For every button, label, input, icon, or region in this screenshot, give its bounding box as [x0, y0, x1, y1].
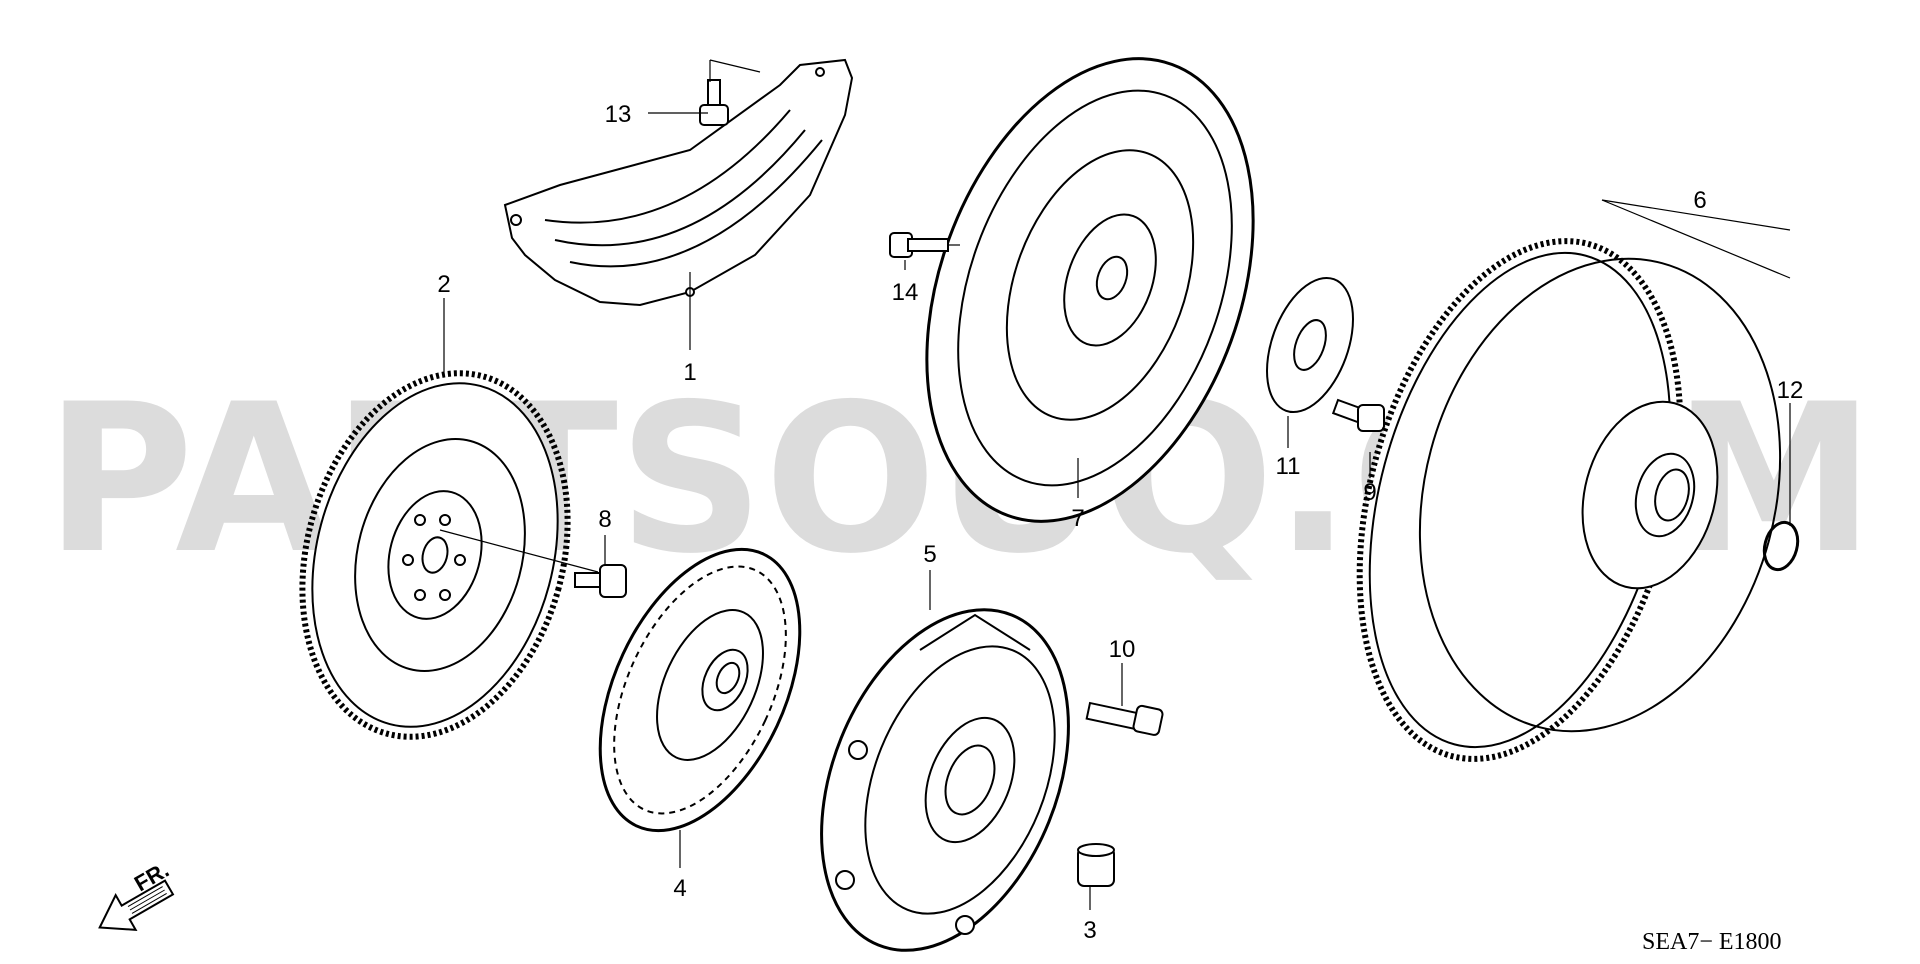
bushing	[1077, 843, 1115, 887]
part-number-1: 1	[683, 359, 696, 386]
shield-plate	[503, 58, 854, 307]
clutch-disc-icon	[598, 547, 802, 833]
part-number-11: 11	[1276, 453, 1301, 480]
part-number-3: 3	[1083, 917, 1096, 944]
part-number-12: 12	[1777, 377, 1804, 404]
part-number-2: 2	[437, 271, 450, 298]
o-ring	[1762, 520, 1800, 572]
flywheel-icon	[299, 370, 571, 740]
spacer-plate	[1266, 276, 1354, 414]
drive-plate-icon	[925, 57, 1255, 523]
torque-converter-icon	[1356, 238, 1782, 762]
part-number-14: 14	[892, 279, 919, 306]
part-number-10: 10	[1109, 636, 1136, 663]
part-number-6: 6	[1693, 187, 1706, 214]
leader-lines	[439, 59, 1791, 910]
part-number-8: 8	[598, 506, 611, 533]
bolt-14	[889, 232, 949, 258]
arrow-front-icon	[98, 879, 175, 931]
bolt-9	[1331, 398, 1385, 432]
part-number-7: 7	[1071, 505, 1084, 532]
bolt-10	[1085, 701, 1164, 736]
part-number-5: 5	[923, 541, 936, 568]
part-number-4: 4	[673, 875, 686, 902]
bolt-8	[574, 564, 627, 598]
part-number-labels: 1 2 3 4 5 6 7 8 9 10 11 12 13 14	[437, 101, 1803, 944]
part-number-9: 9	[1363, 479, 1376, 506]
pressure-plate-icon	[820, 608, 1070, 952]
part-number-13: 13	[605, 101, 632, 128]
diagram-code: SEA7− E1800	[1642, 929, 1782, 955]
bolt-13	[699, 79, 729, 126]
